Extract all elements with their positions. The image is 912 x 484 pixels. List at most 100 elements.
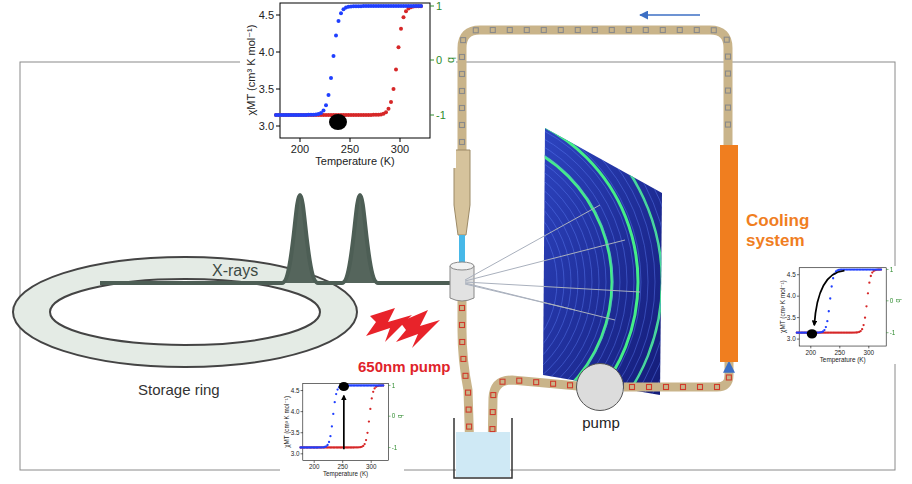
crystal — [500, 379, 505, 384]
crystal — [568, 383, 573, 388]
tick — [886, 332, 888, 333]
tick — [400, 138, 401, 142]
ring — [360, 180, 564, 384]
plot-frame — [280, 3, 430, 138]
data-point — [831, 285, 833, 287]
tick — [301, 453, 303, 454]
crystal — [460, 323, 465, 328]
crystal — [643, 28, 648, 33]
tick — [797, 339, 799, 340]
tick — [301, 390, 303, 391]
hysteresis-chart: χMT (cm³ K mol⁻¹)4.54.03.53.0200250300Te… — [280, 382, 403, 478]
crystal — [724, 37, 729, 42]
tick-label: 0 — [890, 297, 894, 304]
tick — [430, 60, 434, 61]
tick — [810, 346, 811, 348]
tick-label: 300 — [366, 464, 376, 471]
hysteresis-chart: χMT (cm³ K mol⁻¹)4.54.03.53.0200250300Te… — [776, 266, 901, 363]
crystal — [461, 38, 466, 43]
tick-label: 3.0 — [787, 336, 796, 343]
crystal — [507, 28, 512, 33]
scattered-rays — [465, 205, 640, 320]
data-point — [329, 76, 333, 80]
laser-label: 650nm pump — [358, 358, 451, 375]
data-point — [322, 109, 326, 113]
xray-beam — [100, 195, 462, 283]
data-point — [334, 401, 336, 403]
plot-frame — [799, 268, 886, 346]
data-point — [825, 326, 827, 328]
crystal — [726, 105, 731, 110]
data-point — [329, 435, 331, 437]
tick-label: 3.0 — [259, 120, 274, 132]
tick-label: 0 — [436, 54, 442, 66]
tick — [301, 411, 303, 412]
data-point — [371, 397, 373, 399]
crystal — [609, 28, 614, 33]
crystal — [711, 28, 716, 33]
tick-label: 4.5 — [291, 387, 300, 394]
pump-label: pump — [582, 414, 620, 431]
data-point — [382, 384, 384, 386]
data-point — [364, 443, 366, 445]
crystal — [647, 385, 652, 390]
data-point — [387, 107, 391, 111]
tick-label: 1 — [890, 266, 894, 273]
hysteresis-chart: χMT (cm³ K mol⁻¹)4.54.03.53.0200250300Te… — [240, 0, 456, 168]
data-point — [365, 439, 367, 441]
axis-title: q — [444, 57, 456, 63]
ring — [353, 173, 571, 391]
tick-label: 1 — [392, 382, 395, 389]
tick — [868, 346, 869, 348]
ring — [325, 145, 599, 419]
crystal — [630, 385, 635, 390]
axis-title: Temperature (K) — [323, 470, 368, 477]
state-arrow — [814, 271, 844, 326]
tick-label: 3.0 — [291, 450, 300, 457]
data-point — [339, 11, 343, 15]
crystal — [491, 393, 496, 398]
crystal — [461, 356, 466, 361]
data-point — [392, 87, 396, 91]
tick — [886, 300, 888, 301]
axis-title: q — [396, 414, 403, 417]
axis-title: χMT (cm³ K mol⁻¹) — [245, 25, 257, 116]
data-point — [397, 45, 401, 49]
ring — [332, 152, 592, 412]
data-point — [337, 19, 341, 23]
data-point — [368, 420, 370, 422]
tick-label: 250 — [337, 464, 347, 471]
data-point — [826, 320, 828, 322]
tick-label: 4.0 — [291, 408, 300, 415]
tick — [276, 89, 280, 90]
data-point — [867, 292, 869, 294]
crystal — [466, 390, 471, 395]
crystal — [466, 407, 471, 412]
crystal — [473, 28, 478, 33]
plot-frame — [303, 384, 389, 461]
tick — [388, 385, 390, 386]
data-point — [864, 317, 866, 319]
data-point — [870, 275, 872, 277]
data-point — [332, 413, 334, 415]
tick-label: 250 — [834, 349, 845, 356]
axis-title: χMT (cm³ K mol⁻¹) — [283, 396, 290, 448]
state-dot — [329, 114, 347, 130]
ring-label: Storage ring — [138, 381, 220, 398]
data-point — [394, 67, 398, 71]
data-point — [369, 408, 371, 410]
ring — [339, 159, 585, 405]
ring — [346, 166, 578, 398]
crystal — [467, 424, 472, 429]
crystal — [715, 385, 720, 390]
tick-label: -1 — [436, 109, 446, 121]
cooling-label: Cooling system — [746, 211, 826, 252]
data-point — [389, 100, 393, 104]
axis-title: q — [894, 299, 901, 303]
data-point — [324, 103, 328, 107]
crystal — [524, 28, 529, 33]
crystal — [726, 88, 731, 93]
tick-label: 3.5 — [787, 314, 796, 321]
tick — [371, 461, 372, 463]
data-point — [868, 282, 870, 284]
